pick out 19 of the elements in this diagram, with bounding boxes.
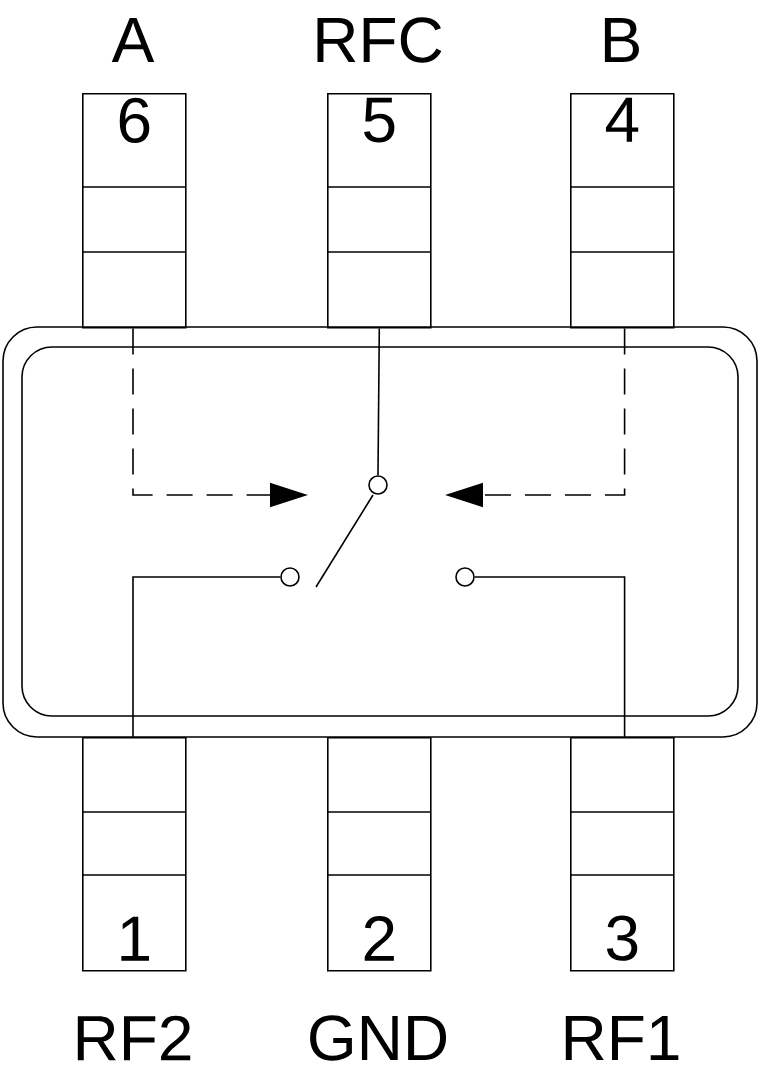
pin-box: 1 bbox=[82, 737, 187, 972]
connection-line bbox=[132, 576, 281, 738]
pin-box: 4 bbox=[570, 93, 675, 329]
pin-box: 3 bbox=[570, 737, 675, 972]
pin-box: 2 bbox=[327, 737, 432, 972]
switch-contact bbox=[368, 475, 388, 495]
connection-line bbox=[474, 576, 626, 738]
pin-box: 6 bbox=[82, 93, 187, 329]
pin-name: GND bbox=[310, 1015, 447, 1061]
pin-name: RF2 bbox=[77, 1015, 191, 1061]
connection-line bbox=[377, 327, 381, 476]
package-body bbox=[2, 326, 758, 738]
pin-name: RFC bbox=[317, 17, 442, 63]
pin-box: 5 bbox=[327, 93, 432, 329]
pin-name: A bbox=[111, 18, 155, 63]
pin-name: B bbox=[604, 18, 639, 63]
pin-name: RF1 bbox=[565, 1016, 679, 1060]
switch-contact bbox=[280, 567, 300, 587]
switch-contact bbox=[455, 567, 475, 587]
